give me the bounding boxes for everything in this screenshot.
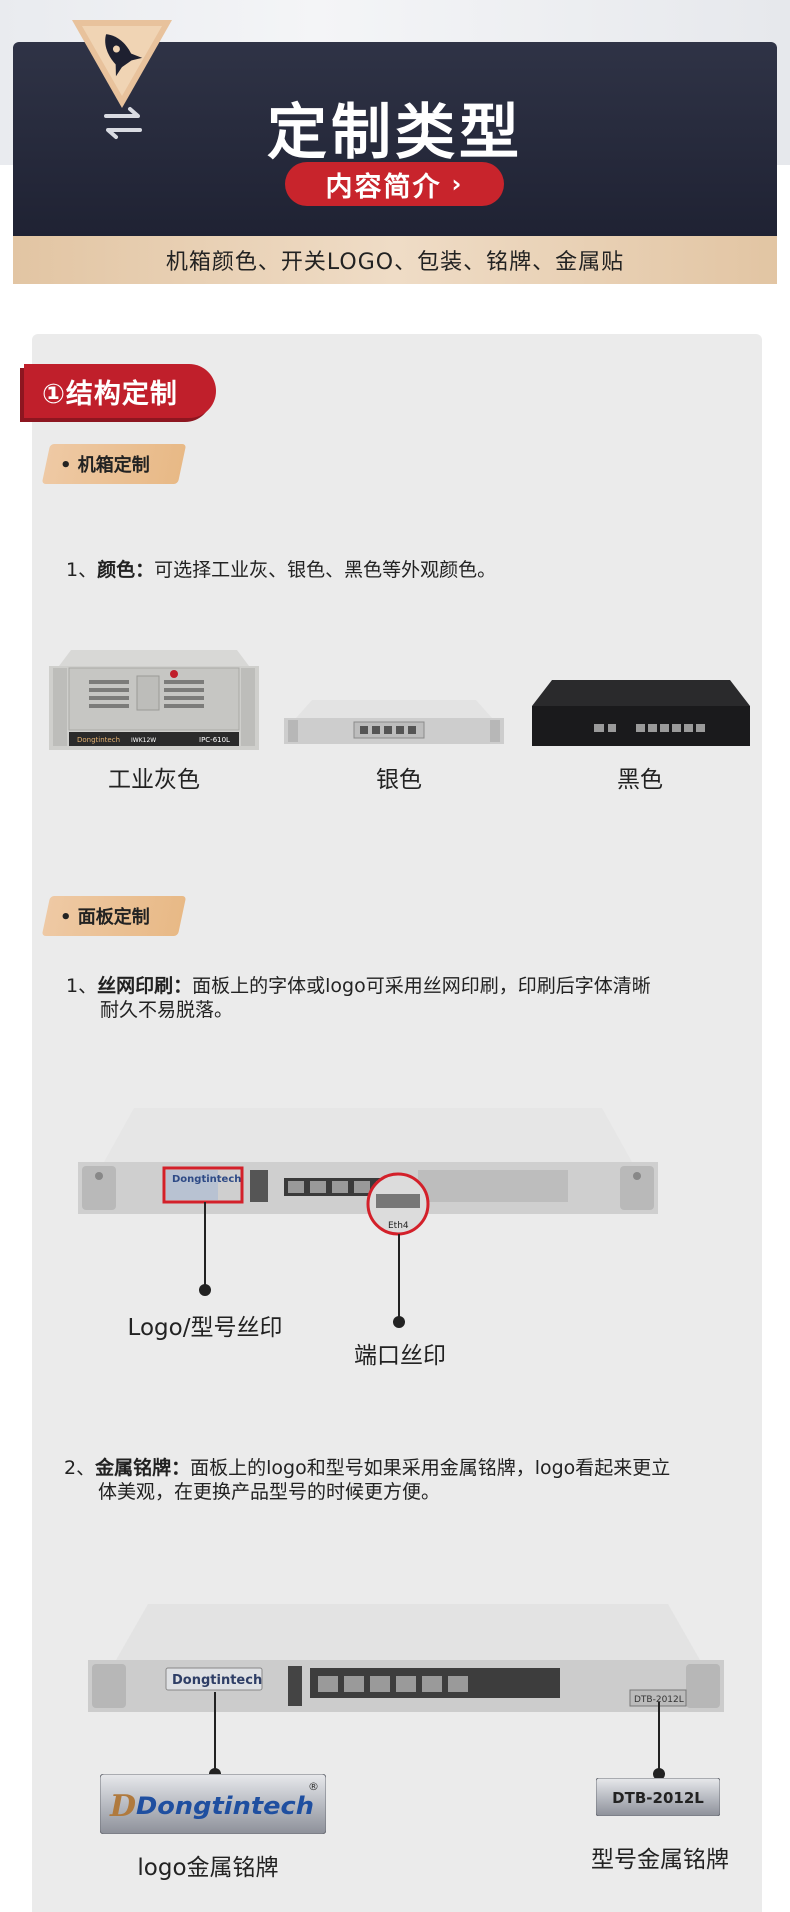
logo-metal-plate-caption: logo金属铭牌 [137,1855,279,1881]
logo-plate-brand: Dongtintech [136,1792,314,1820]
subtag-chassis-label: • 机箱定制 [60,455,150,476]
gray-chassis-brand: Dongtintech [77,736,120,744]
gray-chassis-model: IWK12W [131,737,156,744]
industrial-gray-chassis-image: Dongtintech IWK12W IPC-610L [49,650,259,750]
silkscreen-device-image: Dongtintech Eth4 [78,1108,658,1236]
metal-plate-text: 2、金属铭牌：面板上的logo和型号如果采用金属铭牌，logo看起来更立 [64,1457,671,1479]
silkscreen-logo-text: Dongtintech [172,1174,241,1185]
silkscreen-text-line2: 耐久不易脱落。 [100,999,234,1021]
subtitle-text: 机箱颜色、开关LOGO、包装、铭牌、金属贴 [165,250,625,275]
device-logo-plate-text: Dongtintech [172,1673,262,1688]
model-metal-plate-image: DTB-2012L [596,1778,720,1816]
subtag-panel: • 面板定制 [41,896,187,936]
intro-button[interactable]: 内容简介 › [285,162,504,206]
chassis-color-text: 1、颜色：可选择工业灰、银色、黑色等外观颜色。 [66,559,497,581]
page-title: 定制类型 [267,98,523,168]
logo-metal-plate-image: D Dongtintech ® [100,1774,326,1834]
model-plate-text: DTB-2012L [612,1789,704,1807]
model-metal-plate-caption: 型号金属铭牌 [591,1847,729,1873]
chevron-right-icon: › [451,170,464,198]
subtitle-bar: 机箱颜色、开关LOGO、包装、铭牌、金属贴 [13,236,777,284]
subtag-chassis: • 机箱定制 [41,444,187,484]
model-plate-callout-dot [653,1768,665,1780]
port-callout-line [398,1234,400,1318]
port-callout-dot [393,1316,405,1328]
black-chassis-image [532,680,750,746]
silver-chassis-image [284,700,504,744]
gray-chassis-type: IPC-610L [199,736,230,744]
model-plate-callout-line [658,1702,660,1774]
color-caption-black: 黑色 [617,767,663,793]
section-tag-label: ①结构定制 [42,378,178,410]
rocket-badge-icon [72,20,172,108]
registered-mark: ® [308,1780,319,1793]
logo-silkscreen-caption: Logo/型号丝印 [127,1315,283,1341]
port-silkscreen-caption: 端口丝印 [354,1343,446,1369]
silkscreen-text: 1、丝网印刷：面板上的字体或logo可采用丝网印刷，印刷后字体清晰 [66,975,651,997]
eth-port-label: Eth4 [388,1221,409,1231]
swap-arrows-icon [104,107,142,139]
logo-plate-big-d: D [109,1789,136,1824]
metal-plate-device-image: Dongtintech DTB-2012L [88,1604,724,1712]
section-tag-structure: ①结构定制 [24,364,216,418]
logo-callout-line [204,1202,206,1288]
color-caption-silver: 银色 [376,767,422,793]
color-caption-gray: 工业灰色 [108,767,200,793]
metal-plate-text-line2: 体美观，在更换产品型号的时候更方便。 [98,1481,441,1503]
intro-button-label: 内容简介 [325,171,442,203]
logo-callout-dot [199,1284,211,1296]
logo-plate-callout-line [214,1692,216,1772]
device-model-plate-text: DTB-2012L [634,1695,684,1705]
subtag-panel-label: • 面板定制 [60,907,150,928]
